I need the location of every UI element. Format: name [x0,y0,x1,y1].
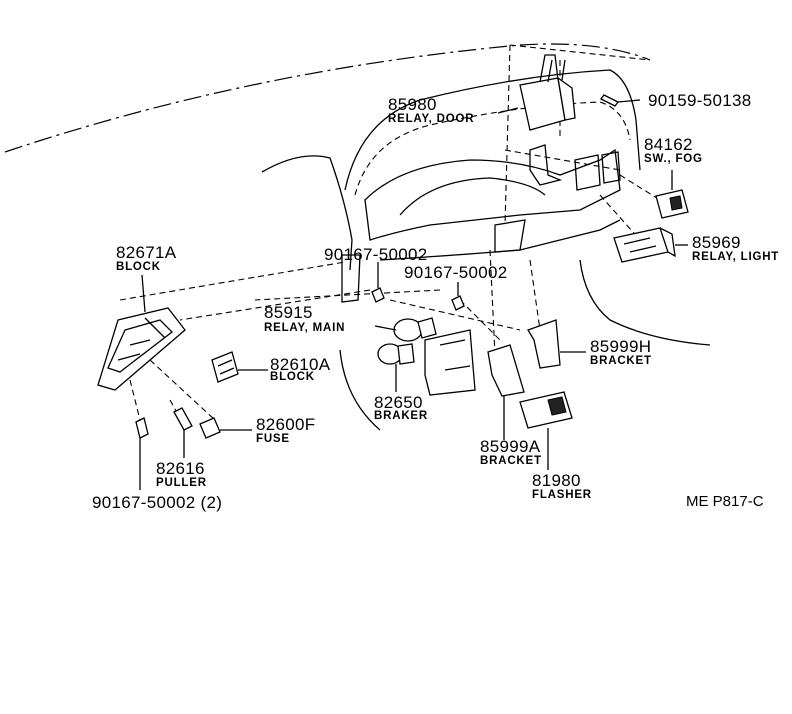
relay-main-connector [417,317,437,339]
dashboard-outline [261,155,353,271]
leader-lines [119,44,661,421]
part-name-block: BLOCK [116,261,161,273]
floor-curve [339,349,381,431]
part-number-82650: 82650 [374,393,423,412]
junction-block [97,307,186,391]
roof-centerline [4,43,651,153]
lower-panel [494,219,526,253]
puller [173,407,193,431]
bracket-a [487,344,525,397]
screw-90167-b [451,295,465,311]
flasher-face [547,396,567,416]
vent-1 [574,154,601,191]
instrument-cluster [364,148,621,241]
bracket-h [527,319,561,369]
part-number-90167-upper: 90167-50002 [324,245,428,264]
part-number-82616: 82616 [156,459,205,478]
part-name-relay-main: RELAY, MAIN [264,322,346,334]
vent-2 [601,151,621,184]
relay-door-body [519,77,566,131]
part-name-flasher: FLASHER [532,489,592,501]
part-number-82600F: 82600F [256,415,316,434]
small-block-detail [217,359,235,375]
relay-door-wires [539,54,566,83]
part-number-85969: 85969 [692,233,741,252]
part-name-braker: BRAKER [374,410,428,422]
screw-90167-c [135,417,149,439]
part-number-84162: 84162 [644,135,693,154]
knee-panel [341,254,361,303]
part-number-90167-middle: 90167-50002 [404,263,508,282]
dashboard-hidden-line [354,101,631,196]
cluster-inner [399,177,546,216]
relay-light-detail [623,227,676,258]
relay-light [613,227,669,263]
screw-90159 [600,94,619,107]
screw-90159-leader [617,99,641,103]
relay-main-leader [374,325,397,331]
relay-door-leader [497,107,519,114]
center-bracket-detail [439,339,471,371]
part-number-90159: 90159-50138 [648,91,752,110]
part-name-small-block: BLOCK [270,371,315,383]
mount-tab [529,144,563,186]
screw-90167-a [371,287,385,303]
part-number-85980: 85980 [388,95,437,114]
dashboard-upper-line [344,69,641,191]
part-number-85999A: 85999A [480,437,541,456]
breaker-body [397,343,415,365]
part-number-82671A: 82671A [116,243,177,262]
part-name-bracket-a: BRACKET [480,455,542,467]
fuse [199,417,221,439]
console-side [579,259,711,346]
part-number-82610A: 82610A [270,355,331,374]
part-name-puller: PULLER [156,477,207,489]
part-name-fog-switch: SW., FOG [644,153,703,165]
small-block [211,351,239,383]
junction-block-leader [141,274,146,313]
part-number-90167-lower: 90167-50002 (2) [92,493,223,512]
part-number-85999H: 85999H [590,337,652,356]
part-name-relay-door: RELAY, DOOR [388,113,475,125]
fog-switch-face [669,195,683,211]
part-name-bracket-h: BRACKET [590,355,652,367]
junction-block-detail [107,317,173,373]
part-number-85915: 85915 [264,303,313,322]
part-name-fuse: FUSE [256,433,290,445]
part-name-relay-light: RELAY, LIGHT [692,251,780,263]
center-bracket [424,329,476,396]
relay-door-side [557,76,576,121]
part-number-81980: 81980 [532,471,581,490]
figure-reference: ME P817-C [686,493,764,510]
